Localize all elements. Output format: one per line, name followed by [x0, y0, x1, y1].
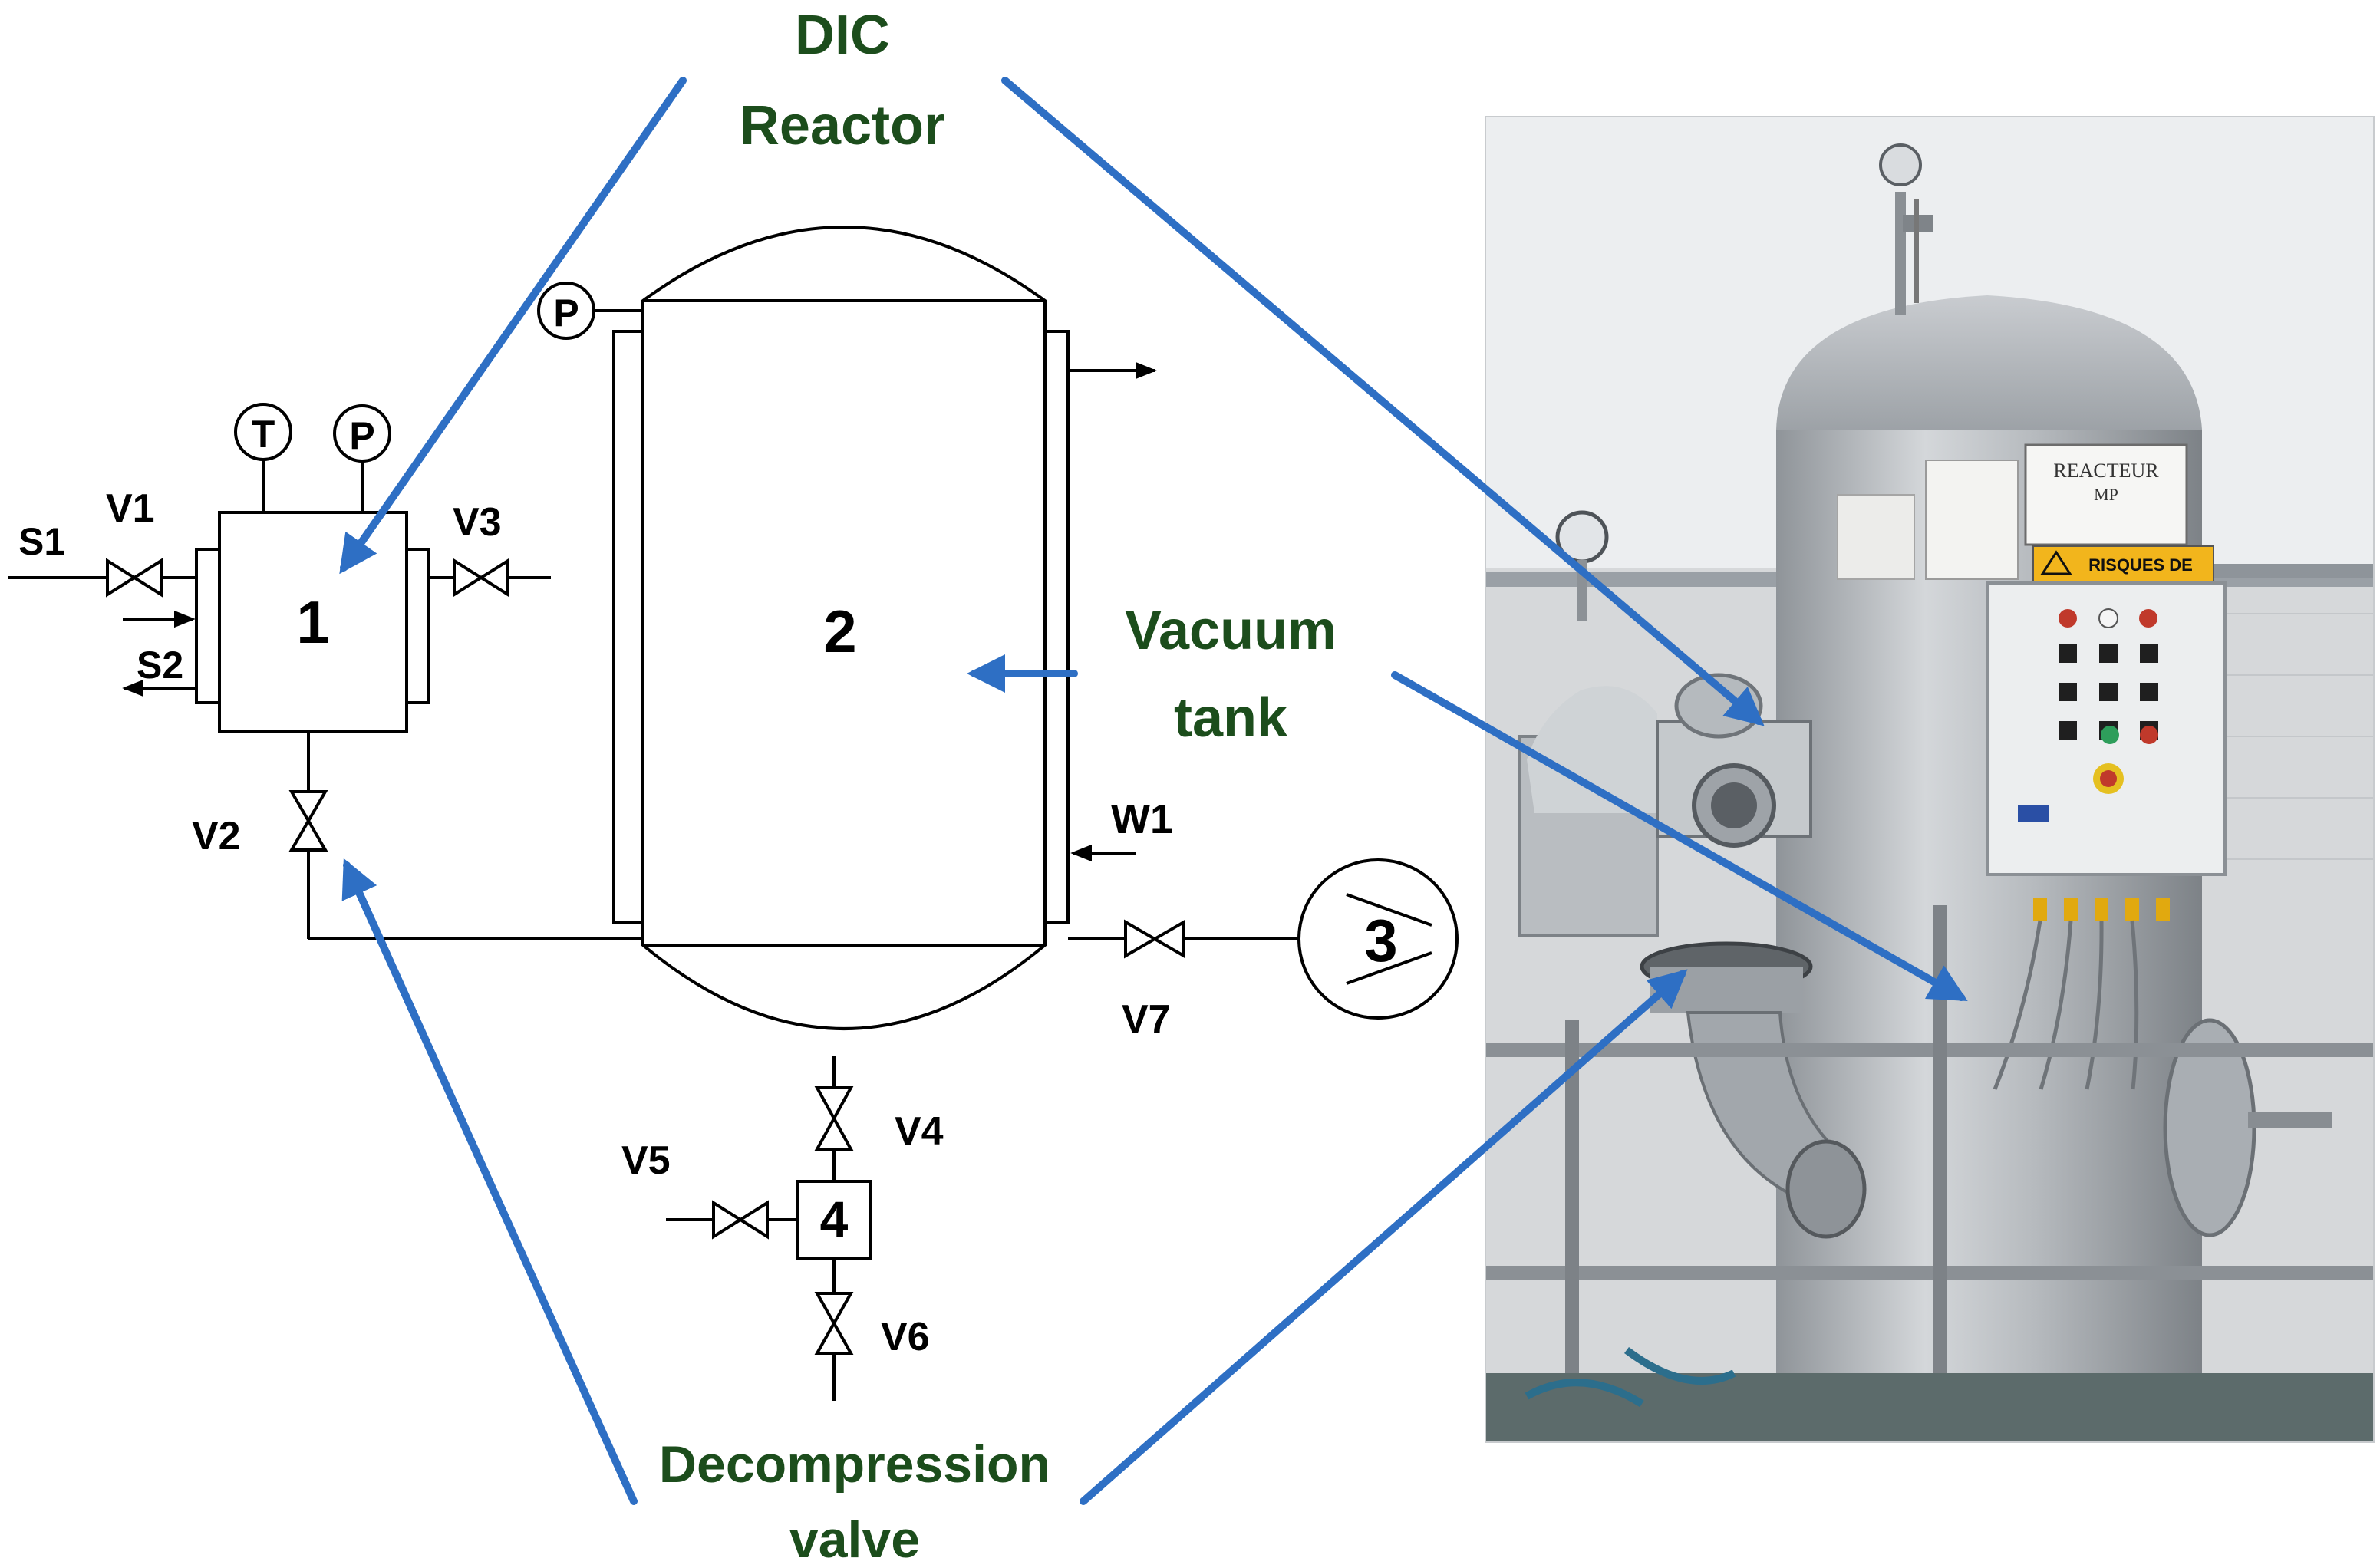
callout-vacuum-tank-line2: tank [1174, 687, 1288, 749]
tank-arrow-photo [1391, 671, 1968, 1001]
v4-label: V4 [895, 1109, 944, 1154]
photo-warning-label: RISQUES DE [2088, 555, 2193, 575]
photo-sign-line2: MP [2094, 485, 2118, 504]
callout-reactor-line2: Reactor [740, 95, 945, 156]
tank-pressure-gauge-label: P [553, 292, 579, 334]
s2-label: S2 [137, 644, 183, 687]
callout-decompression-valve-line1: Decompression [659, 1435, 1050, 1494]
callout-arrows [339, 77, 1968, 1505]
v6-label: V6 [881, 1315, 930, 1359]
pump-number: 3 [1364, 907, 1397, 974]
process-schematic [8, 226, 1459, 1401]
reactor-arrow-photo [1001, 77, 1765, 726]
callout-decompression-valve-line2: valve [789, 1510, 920, 1568]
trap-number: 4 [820, 1191, 849, 1247]
reactor-pressure-gauge-label: P [349, 414, 374, 457]
photo-sign-line1: REACTEUR [2053, 460, 2159, 482]
v5-label: V5 [621, 1138, 671, 1183]
reactor-arrow-schematic [339, 77, 687, 575]
valve-arrow-photo [1080, 969, 1688, 1505]
temperature-gauge-label: T [252, 413, 275, 456]
equipment-photo: REACTEUR MP RISQUES DE [1485, 116, 2375, 1443]
v7-label: V7 [1122, 997, 1171, 1042]
callout-reactor-line1: DIC [795, 5, 890, 66]
w1-label: W1 [1111, 796, 1173, 842]
vacuum-tank [612, 226, 1070, 1030]
reactor-number: 1 [296, 588, 329, 656]
callout-vacuum-tank-line1: Vacuum [1125, 600, 1337, 661]
valve-arrow-schematic [341, 858, 638, 1505]
v1-label: V1 [106, 486, 155, 531]
s1-label: S1 [18, 520, 65, 563]
tank-number: 2 [823, 598, 856, 665]
v2-label: V2 [192, 814, 241, 858]
v3-label: V3 [453, 500, 502, 545]
